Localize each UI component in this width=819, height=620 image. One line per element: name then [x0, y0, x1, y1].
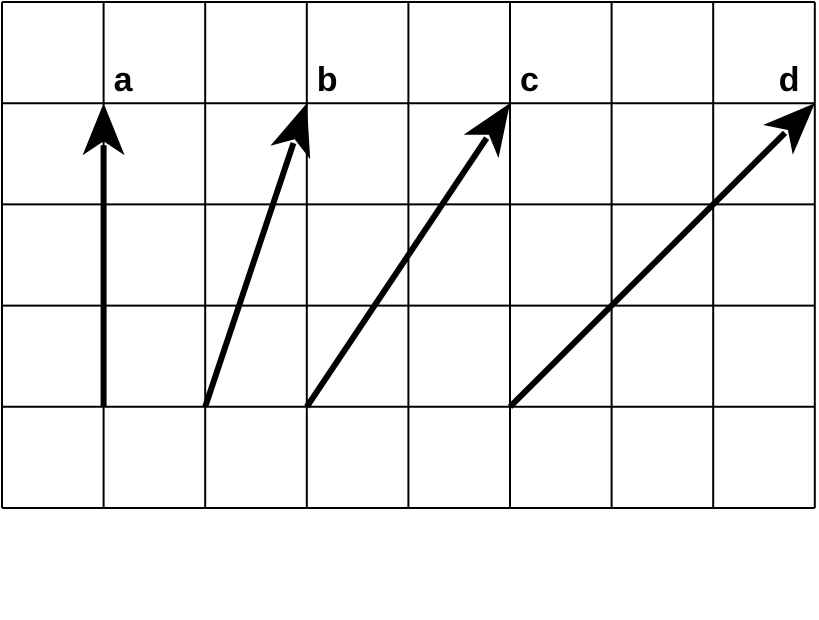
vector-label-d: d [779, 61, 800, 99]
vector-shaft-d [507, 130, 788, 409]
vector-shaft-b [202, 142, 297, 408]
arrowhead-icon [463, 103, 510, 159]
vector-label-b: b [317, 61, 338, 99]
vector-shaft-c [304, 136, 490, 409]
vector-arrow-b [202, 103, 311, 408]
vector-arrow-c [304, 103, 510, 409]
vector-labels: a b c d [114, 61, 800, 99]
arrowhead-icon [763, 103, 815, 155]
vector-label-a: a [114, 61, 134, 99]
vectors [82, 103, 815, 409]
vector-arrow-a [82, 103, 125, 407]
arrowhead-icon [82, 103, 125, 156]
arrowhead-icon [270, 103, 311, 160]
vector-label-c: c [520, 61, 539, 99]
vector-arrow-d [507, 103, 815, 409]
